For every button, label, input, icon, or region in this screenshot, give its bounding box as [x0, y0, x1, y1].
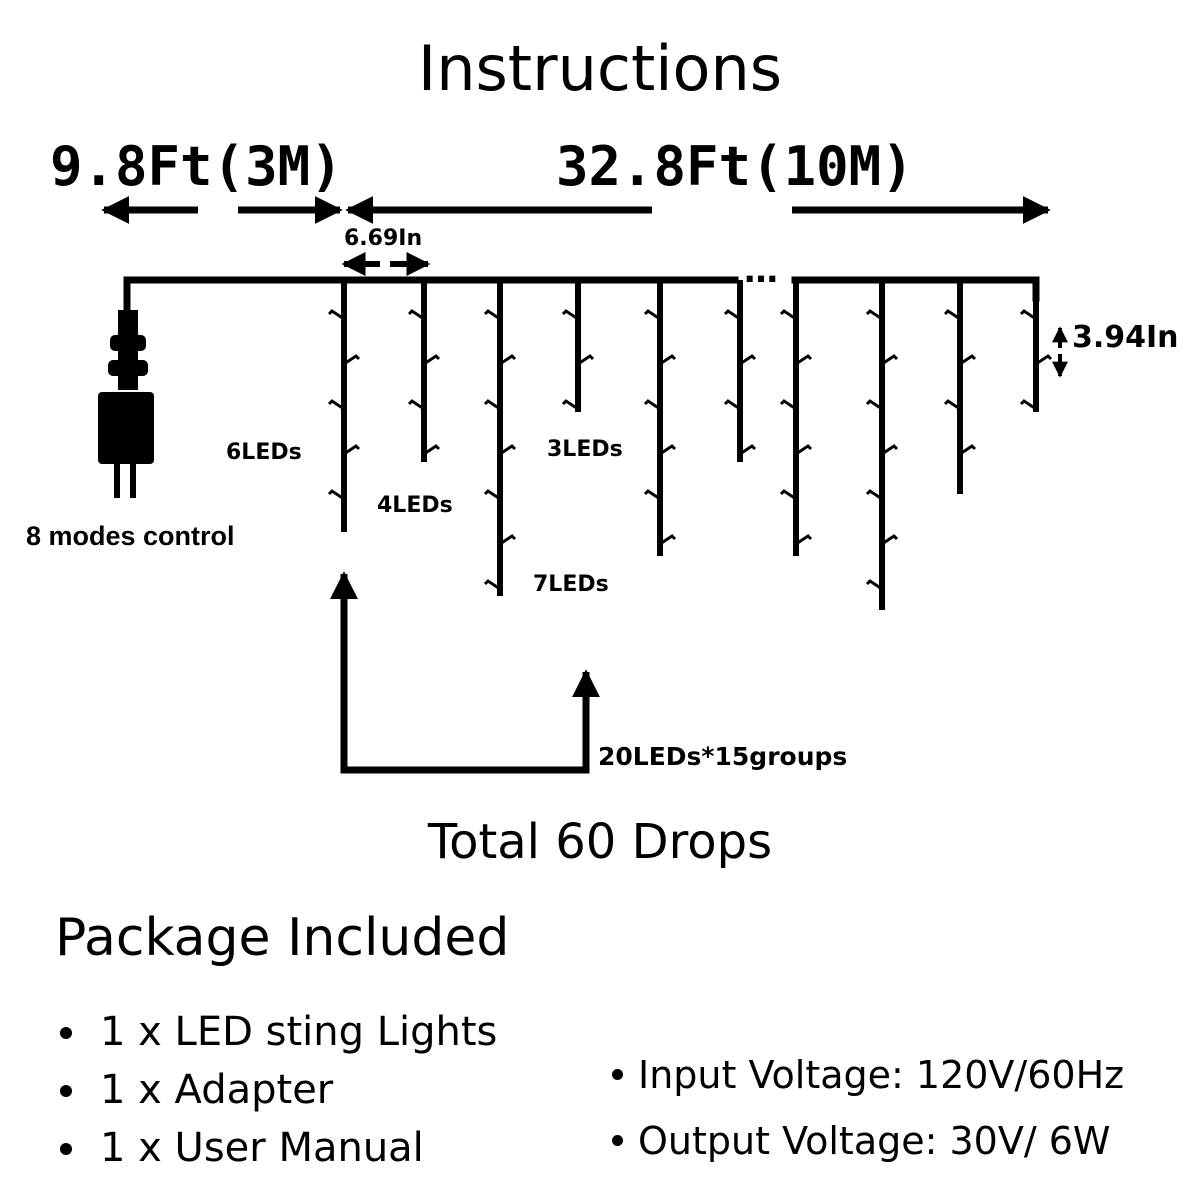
led-bulb-icon: [943, 399, 961, 411]
bullet-icon: [612, 1069, 623, 1080]
bullet-icon: [60, 1085, 72, 1097]
drop-label-6leds: 6LEDs: [226, 440, 302, 465]
led-bulb-icon: [865, 399, 883, 411]
list-item: 1 x LED sting Lights: [56, 1003, 497, 1061]
led-bulb-icon: [423, 354, 441, 366]
led-bulb-icon: [643, 489, 661, 501]
led-bulb-icon: [483, 489, 501, 501]
led-bulb-icon: [659, 354, 677, 366]
led-bulb-icon: [1019, 309, 1037, 321]
group-bracket: [330, 571, 600, 774]
drop-spacing-label: 6.69In: [344, 226, 423, 251]
bullet-icon: [612, 1135, 623, 1146]
total-length-label: 32.8Ft(10M): [556, 135, 914, 198]
led-bulb-icon: [723, 309, 741, 321]
led-bulb-icon: [643, 399, 661, 411]
icicle-drop: [1019, 280, 1053, 412]
led-bulb-icon: [643, 309, 661, 321]
led-bulb-icon: [779, 399, 797, 411]
icicle-drop: [643, 280, 677, 556]
led-bulb-icon: [659, 444, 677, 456]
led-bulb-icon: [779, 489, 797, 501]
led-bulb-icon: [483, 579, 501, 591]
icicle-drop: [561, 280, 595, 412]
led-bulb-icon: [739, 354, 757, 366]
led-bulb-icon: [483, 399, 501, 411]
total-drops: Total 60 Drops: [427, 814, 773, 870]
spec-item: Output Voltage: 30V/ 6W: [610, 1108, 1124, 1174]
led-bulb-icon: [739, 444, 757, 456]
led-bulb-icon: [795, 354, 813, 366]
led-bulb-icon: [779, 309, 797, 321]
icicle-drop: [779, 280, 813, 556]
led-bulb-icon: [881, 534, 899, 546]
icicle-drop: [943, 280, 977, 494]
led-bulb-icon: [943, 309, 961, 321]
led-bulb-icon: [795, 534, 813, 546]
led-bulb-icon: [795, 444, 813, 456]
led-bulb-icon: [577, 354, 595, 366]
led-bulb-icon: [1019, 399, 1037, 411]
led-bulb-icon: [865, 309, 883, 321]
led-bulb-icon: [659, 534, 677, 546]
drop-label-3leds: 3LEDs: [547, 437, 623, 462]
package-list: 1 x LED sting Lights 1 x Adapter 1 x Use…: [56, 1003, 497, 1177]
led-bulb-icon: [881, 354, 899, 366]
led-bulb-icon: [865, 489, 883, 501]
icicle-drop: [865, 280, 899, 610]
drop-label-4leds: 4LEDs: [377, 493, 453, 518]
main-cable: [123, 276, 1040, 316]
led-bulb-icon: [407, 309, 425, 321]
led-bulb-icon: [561, 399, 579, 411]
icicle-drop: [723, 280, 757, 462]
controller-label: 8 modes control: [26, 521, 235, 551]
led-bulb-icon: [483, 309, 501, 321]
controller-plug: [98, 310, 154, 498]
drop-label-7leds: 7LEDs: [533, 572, 609, 597]
led-bulb-icon: [881, 444, 899, 456]
led-bulb-icon: [865, 579, 883, 591]
led-bulb-icon: [327, 489, 345, 501]
led-bulb-icon: [959, 354, 977, 366]
led-bulb-icon: [1035, 354, 1053, 366]
led-bulb-icon: [499, 444, 517, 456]
icicle-drop: [407, 280, 441, 462]
led-bulb-icon: [723, 399, 741, 411]
bullet-icon: [60, 1143, 72, 1155]
led-bulb-icon: [499, 354, 517, 366]
ellipsis-dots: …: [744, 251, 778, 291]
spec-list: Input Voltage: 120V/60Hz Output Voltage:…: [610, 1042, 1124, 1174]
led-bulb-icon: [561, 309, 579, 321]
list-item: 1 x User Manual: [56, 1119, 497, 1177]
led-bulb-icon: [327, 399, 345, 411]
led-bulb-icon: [423, 444, 441, 456]
led-bulb-icon: [343, 354, 361, 366]
page-title: Instructions: [417, 32, 783, 105]
icicle-drop: [483, 280, 517, 596]
bullet-icon: [60, 1027, 72, 1039]
led-bulb-icon: [343, 444, 361, 456]
icicle-drop: [327, 280, 361, 532]
lead-length-label: 9.8Ft(3M): [50, 135, 343, 198]
spec-item: Input Voltage: 120V/60Hz: [610, 1042, 1124, 1108]
icicle-drops: [327, 280, 1053, 610]
led-bulb-icon: [327, 309, 345, 321]
package-heading: Package Included: [55, 908, 510, 968]
led-bulb-icon: [959, 444, 977, 456]
group-label: 20LEDs*15groups: [598, 742, 848, 771]
led-bulb-icon: [499, 534, 517, 546]
led-spacing-label: 3.94In: [1072, 320, 1179, 355]
led-bulb-icon: [407, 399, 425, 411]
list-item: 1 x Adapter: [56, 1061, 497, 1119]
